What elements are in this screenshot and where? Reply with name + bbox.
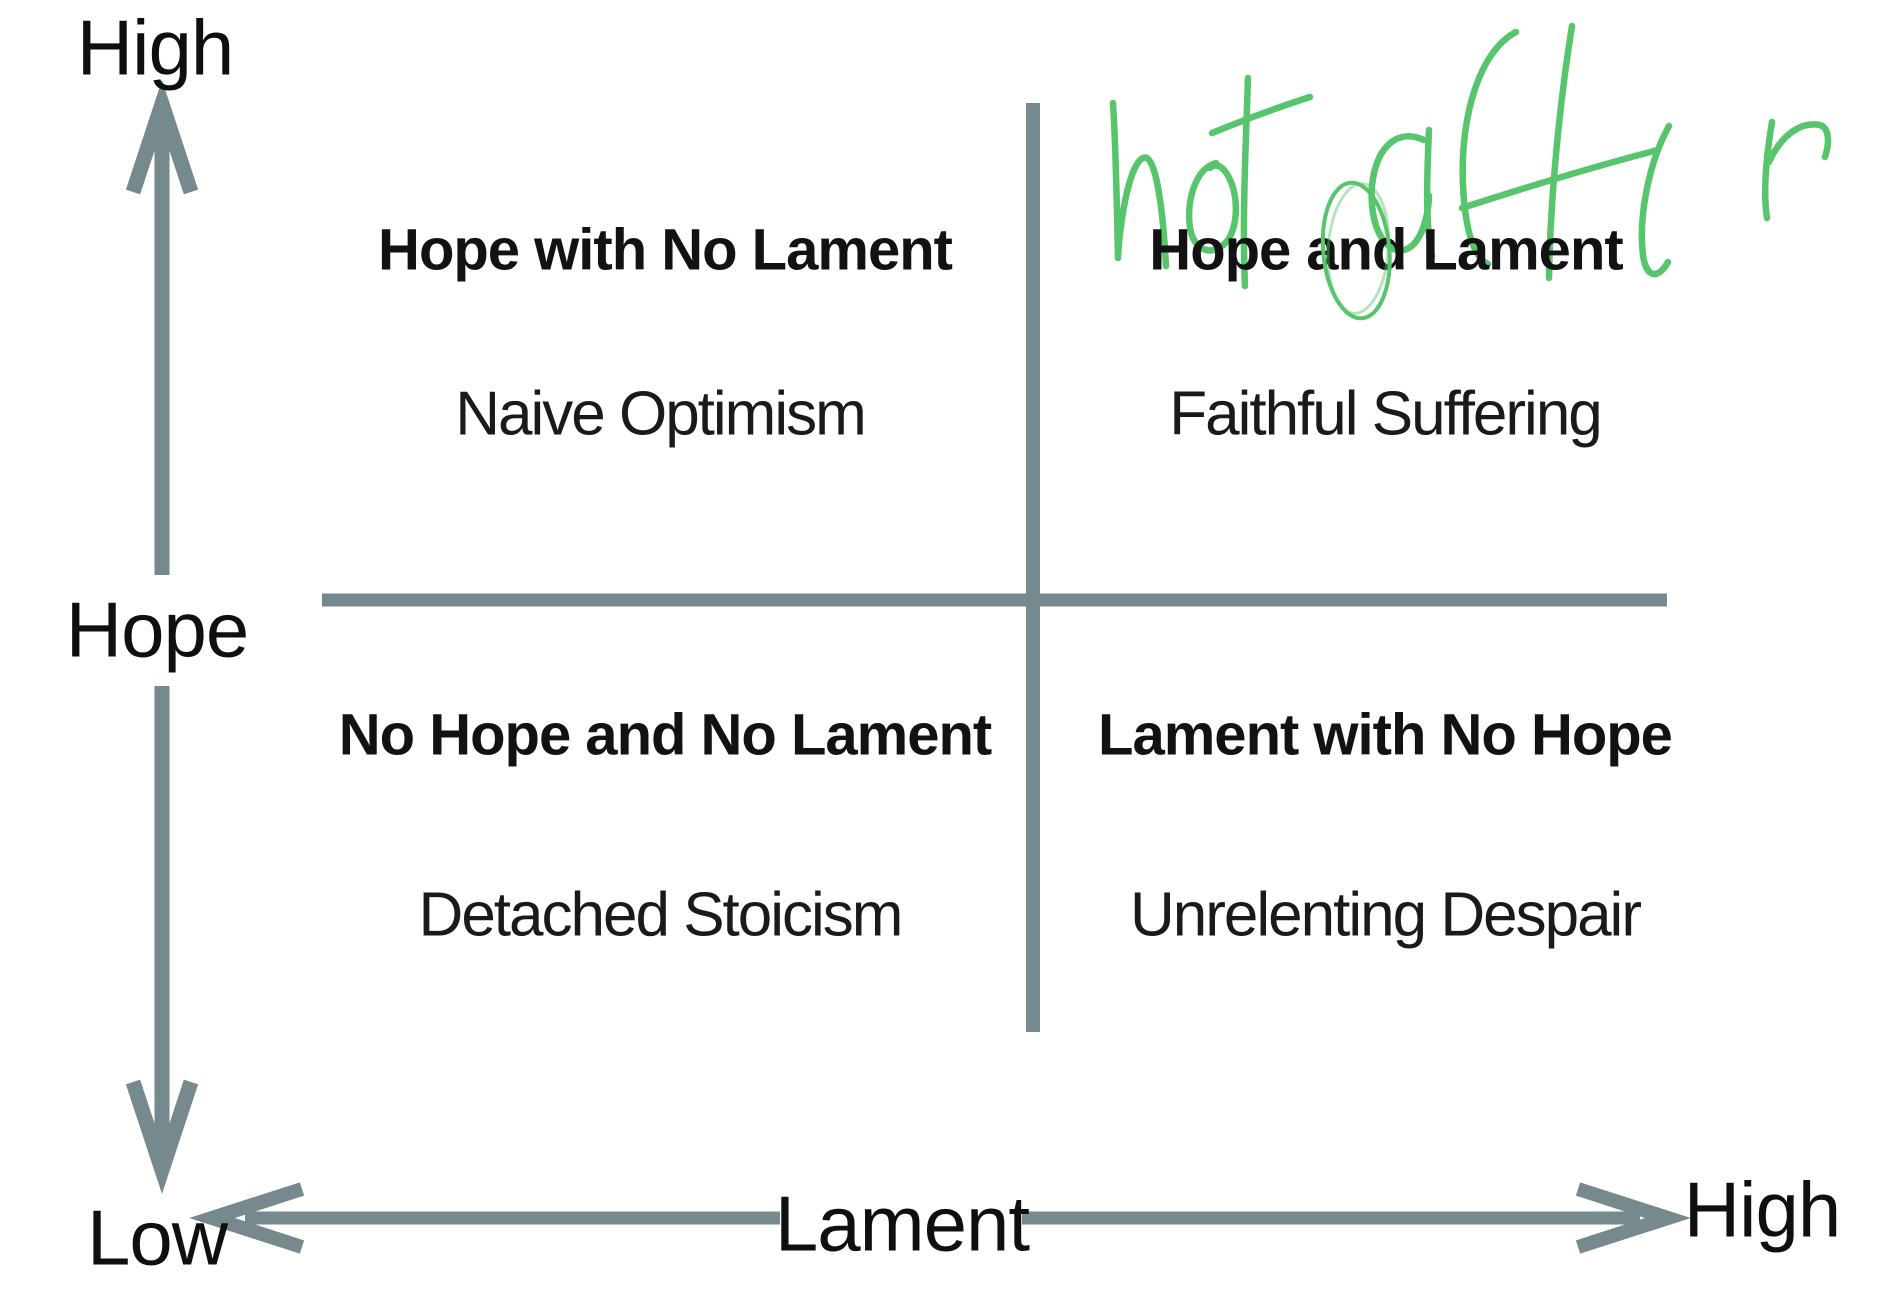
circled-word: and: [1306, 180, 1407, 321]
quadrant-title-top-right: Hope and Lament: [1149, 180, 1624, 321]
horizontal-axis-title: Lament: [774, 1179, 1030, 1268]
handwritten-letter-r-stem: [1761, 118, 1776, 222]
vertical-axis-up-arrowhead-icon: [125, 80, 199, 195]
vertical-axis-title: Hope: [65, 585, 249, 674]
quadrant-subtitle-top-left: Naive Optimism: [455, 379, 867, 449]
horizontal-axis-right-arrowhead-icon: [1575, 1182, 1691, 1254]
quadrant-subtitle-bottom-right: Unrelenting Despair: [1130, 880, 1642, 950]
handwritten-letter-t2-stem: [1545, 22, 1576, 282]
quadrant-title-top-left: Hope with No Lament: [378, 217, 953, 283]
quadrant-subtitle-bottom-left: Detached Stoicism: [418, 880, 904, 950]
handwritten-letter-e: [1638, 122, 1673, 278]
title-word-prefix: Hope: [1149, 217, 1291, 283]
origin-low-label: Low: [86, 1193, 228, 1282]
handwritten-letter-o: [1185, 159, 1240, 254]
quadrant-title-bottom-left: No Hope and No Lament: [338, 702, 992, 768]
handwritten-letter-r-arm: [1765, 121, 1832, 166]
title-word-suffix: Lament: [1422, 217, 1623, 283]
handwritten-ft-crossbar: [1458, 146, 1662, 212]
handwritten-letter-n: [1109, 99, 1170, 270]
circled-word-text: and: [1306, 217, 1407, 283]
handwritten-letter-t-stem: [1240, 74, 1252, 290]
handwritten-letter-a-stem: [1423, 126, 1436, 260]
quadrant-subtitle-top-right: Faithful Suffering: [1169, 379, 1603, 449]
horizontal-axis-left-arrowhead-icon: [189, 1182, 305, 1254]
horizontal-axis-high-label: High: [1683, 1165, 1841, 1254]
handwritten-letter-t-crossbar: [1208, 93, 1314, 137]
quadrant-title-bottom-right: Lament with No Hope: [1098, 702, 1673, 768]
handwritten-letter-f: [1459, 28, 1520, 268]
vertical-axis-high-label: High: [76, 3, 234, 92]
vertical-axis-down-arrowhead-icon: [125, 1079, 199, 1194]
